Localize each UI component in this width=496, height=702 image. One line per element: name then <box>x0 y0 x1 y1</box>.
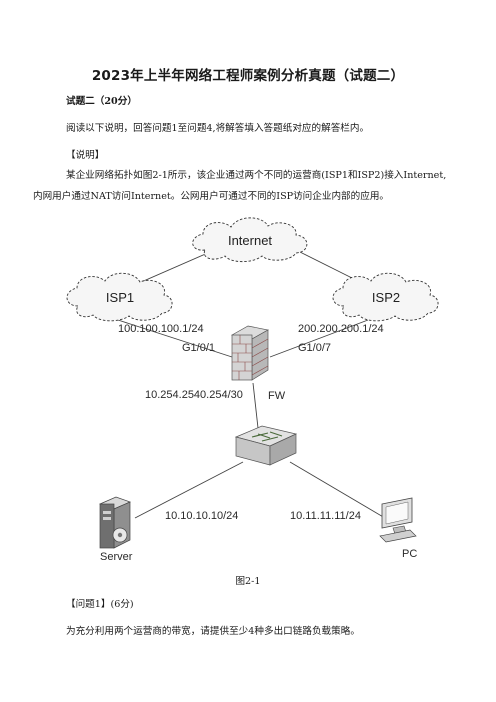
server-ip-label: 10.10.10.10/24 <box>165 510 238 522</box>
page-title: 2023年上半年网络工程师案例分析真题（试题二） <box>91 68 405 84</box>
firewall-icon <box>231 325 269 381</box>
fw-inner-ip-label: 10.254.2540.254/30 <box>145 389 243 401</box>
fw-port1-label: G1/0/1 <box>182 342 215 354</box>
figure-caption: 图2-1 <box>235 576 261 587</box>
server-icon <box>99 496 131 549</box>
instruction-text: 阅读以下说明，回答问题1至问题4,将解答填入答题纸对应的解答栏内。 <box>66 123 370 134</box>
link-isp1-fw <box>117 319 233 358</box>
link-isp2-fw <box>269 319 369 358</box>
isp1-ip-label: 100.100.100.1/24 <box>118 323 204 335</box>
isp2-ip-label: 200.200.200.1/24 <box>298 323 384 335</box>
description-line-2: 内网用户通过NAT访问Internet。公网用户可通过不同的ISP访问企业内部的… <box>33 191 390 202</box>
server-label: Server <box>100 551 133 563</box>
internet-cloud-icon <box>192 217 308 263</box>
internet-label: Internet <box>228 233 272 248</box>
link-fw-switch <box>252 382 259 429</box>
isp1-cloud-icon <box>66 272 173 322</box>
section-heading: 试题二（20分） <box>66 96 137 107</box>
question1-text: 为充分利用两个运营商的带宽，请提供至少4种多出口链路负载策略。 <box>66 626 360 637</box>
link-switch-server <box>134 461 244 519</box>
description-line-1: 某企业网络拓扑如图2-1所示，该企业通过两个不同的运营商(ISP1和ISP2)接… <box>66 170 447 181</box>
fw-label: FW <box>268 390 286 402</box>
isp1-label: ISP1 <box>106 290 134 305</box>
pc-ip-label: 10.11.11.11/24 <box>290 510 361 522</box>
question1-points: (6分) <box>110 599 134 610</box>
question1-heading: 【问题1】(6分) <box>66 598 134 612</box>
pc-label: PC <box>402 548 417 560</box>
fw-port2-label: G1/0/7 <box>298 342 331 354</box>
switch-icon <box>234 425 298 466</box>
note-heading: 【说明】 <box>66 150 105 161</box>
isp2-cloud-icon <box>332 272 439 322</box>
isp2-label: ISP2 <box>372 290 400 305</box>
link-switch-pc <box>289 461 386 519</box>
pc-icon <box>379 497 417 543</box>
question1-title: 【问题1】 <box>66 599 111 610</box>
